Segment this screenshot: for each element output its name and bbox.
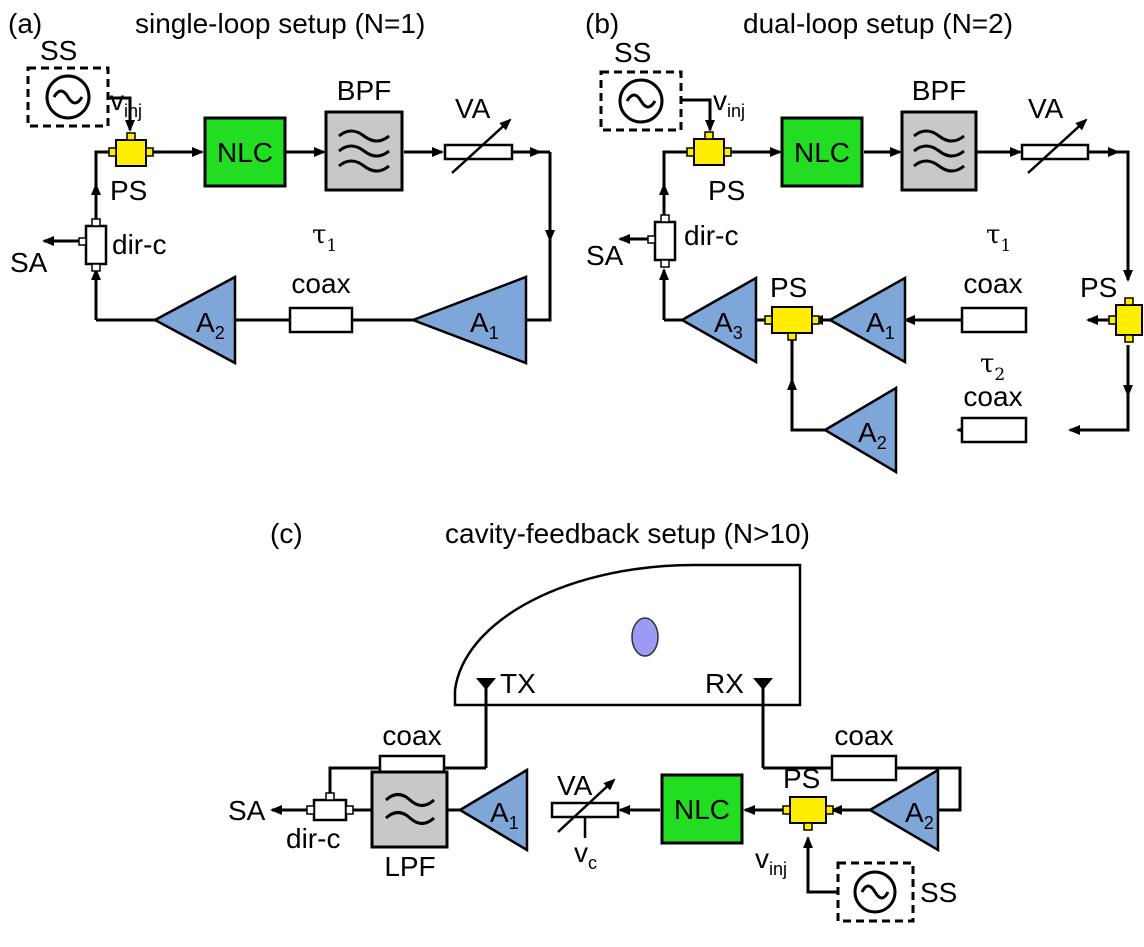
panel-c-directional-coupler	[306, 792, 354, 822]
panel-b-signal-source	[599, 70, 683, 132]
panel-a-coax-label: coax	[291, 268, 350, 299]
panel-a-single-loop: (a) single-loop setup (N=1) SS	[8, 8, 555, 366]
panel-a-bpf-block	[324, 110, 404, 192]
panel-b-wires	[618, 98, 1133, 435]
panel-b-tau1-label: τ1	[986, 220, 1011, 256]
panel-b-bpf-block	[900, 110, 978, 192]
panel-b-ps-right-label: PS	[1080, 272, 1117, 303]
panel-c-vinj-label: vinj	[755, 843, 787, 879]
panel-a-power-splitter	[108, 132, 154, 167]
panel-b-va-label: VA	[1028, 93, 1064, 124]
panel-a-tau1-label: τ1	[312, 220, 337, 256]
panel-b-title: dual-loop setup (N=2)	[743, 8, 1013, 39]
panel-a-nlc-label: NLC	[217, 137, 273, 168]
panel-b-nlc-label: NLC	[794, 137, 850, 168]
panel-c-tx-antenna	[476, 678, 496, 768]
panel-c-cavity-feedback: (c) cavity-feedback setup (N>10) TX RX	[228, 518, 962, 923]
panel-b-coax-upper	[960, 306, 1028, 334]
panel-b-power-splitter-mid	[764, 306, 820, 341]
panel-c-variable-attenuator	[550, 778, 620, 838]
panel-c-lpf-label: LPF	[384, 851, 435, 882]
panel-a-dirc-label: dir-c	[112, 229, 166, 260]
panel-c-vc-label: vc	[574, 837, 597, 873]
panel-b-coax-lower-label: coax	[963, 381, 1022, 412]
panel-c-cavity	[453, 563, 802, 707]
panel-c-amplifier-a2	[867, 767, 940, 853]
panel-c-rx-antenna	[753, 678, 773, 768]
panel-a-ps-label: PS	[110, 175, 147, 206]
sine-wave-icon	[52, 89, 84, 105]
panel-a-coax	[288, 306, 354, 334]
panel-c-amplifier-a1	[457, 767, 529, 853]
panel-b-ss-label: SS	[614, 37, 651, 68]
panel-c-power-splitter	[782, 796, 834, 831]
sine-wave-icon	[625, 93, 657, 109]
panel-c-coax-right-label: coax	[834, 720, 893, 751]
panel-b-bpf-label: BPF	[912, 75, 966, 106]
panel-c-a2-label: A2	[905, 797, 934, 833]
panel-c-va-label: VA	[557, 770, 593, 801]
panel-c-ps-label: PS	[783, 763, 820, 794]
panel-c-coax-right	[830, 754, 898, 782]
panel-a-title: single-loop setup (N=1)	[135, 8, 425, 39]
panel-c-nlc-block	[660, 773, 744, 845]
panel-c-a1-label: A1	[490, 797, 519, 833]
panel-c-nlc-label: NLC	[674, 794, 730, 825]
panel-a-a1-label: A1	[470, 307, 499, 343]
panel-a-wires	[42, 96, 555, 322]
panel-c-lpf-block	[370, 770, 449, 849]
panel-b-tau2-label: τ2	[980, 349, 1005, 385]
panel-c-tx-label: TX	[500, 668, 536, 699]
panel-c-sa-label: SA	[228, 795, 266, 826]
panel-a-a2-label: A2	[196, 307, 225, 343]
panel-b-ps-top-label: PS	[708, 175, 745, 206]
panel-b-directional-coupler	[647, 214, 677, 268]
panel-b-a3-label: A3	[714, 307, 743, 343]
panel-b-power-splitter-right	[1108, 297, 1143, 343]
panel-c-rx-label: RX	[705, 668, 744, 699]
panel-a-amplifier-a1	[409, 275, 528, 365]
panel-a-sa-label: SA	[10, 247, 48, 278]
panel-a-va-label: VA	[455, 93, 491, 124]
panel-b-amplifier-a3	[679, 275, 758, 365]
panel-b-dual-loop: (b) dual-loop setup (N=2)	[585, 8, 1143, 475]
panel-c-target-object	[631, 617, 659, 657]
panel-b-a2-label: A2	[858, 417, 887, 453]
panel-c-coax-left-label: coax	[382, 720, 441, 751]
panel-a-bpf-label: BPF	[337, 75, 391, 106]
panel-c-signal-source	[836, 861, 915, 923]
panel-b-power-splitter-top	[686, 131, 732, 166]
panel-b-ps-mid-label: PS	[770, 272, 807, 303]
panel-c-wires	[270, 766, 962, 894]
panel-b-dirc-label: dir-c	[684, 220, 738, 251]
sine-wave-icon	[860, 884, 890, 900]
panel-c-title: cavity-feedback setup (N>10)	[445, 518, 810, 549]
panel-b-sa-label: SA	[586, 240, 624, 271]
panel-a-signal-source	[26, 66, 110, 128]
panel-b-coax-upper-label: coax	[963, 268, 1022, 299]
panel-b-amplifier-a2	[822, 385, 898, 475]
panel-b-vinj-label: vinj	[713, 85, 745, 121]
panel-b-amplifier-a1	[827, 275, 907, 365]
panel-b-a1-label: A1	[866, 307, 895, 343]
panel-a-ss-label: SS	[40, 35, 77, 66]
panel-a-directional-coupler	[78, 218, 108, 272]
panel-b-nlc-block	[780, 116, 864, 188]
panel-a-tag: (a)	[8, 8, 42, 39]
panel-c-tag: (c)	[270, 518, 303, 549]
panel-c-ss-label: SS	[920, 877, 957, 908]
panel-a-amplifier-a2	[152, 274, 237, 366]
panel-b-tag: (b)	[585, 8, 619, 39]
panel-c-dirc-label: dir-c	[286, 823, 340, 854]
panel-a-variable-attenuator	[443, 118, 514, 174]
panel-a-vinj-label: vinj	[110, 85, 142, 121]
panel-b-variable-attenuator	[1020, 118, 1090, 174]
panel-a-nlc-block	[203, 116, 287, 188]
panel-b-coax-lower	[960, 416, 1028, 444]
